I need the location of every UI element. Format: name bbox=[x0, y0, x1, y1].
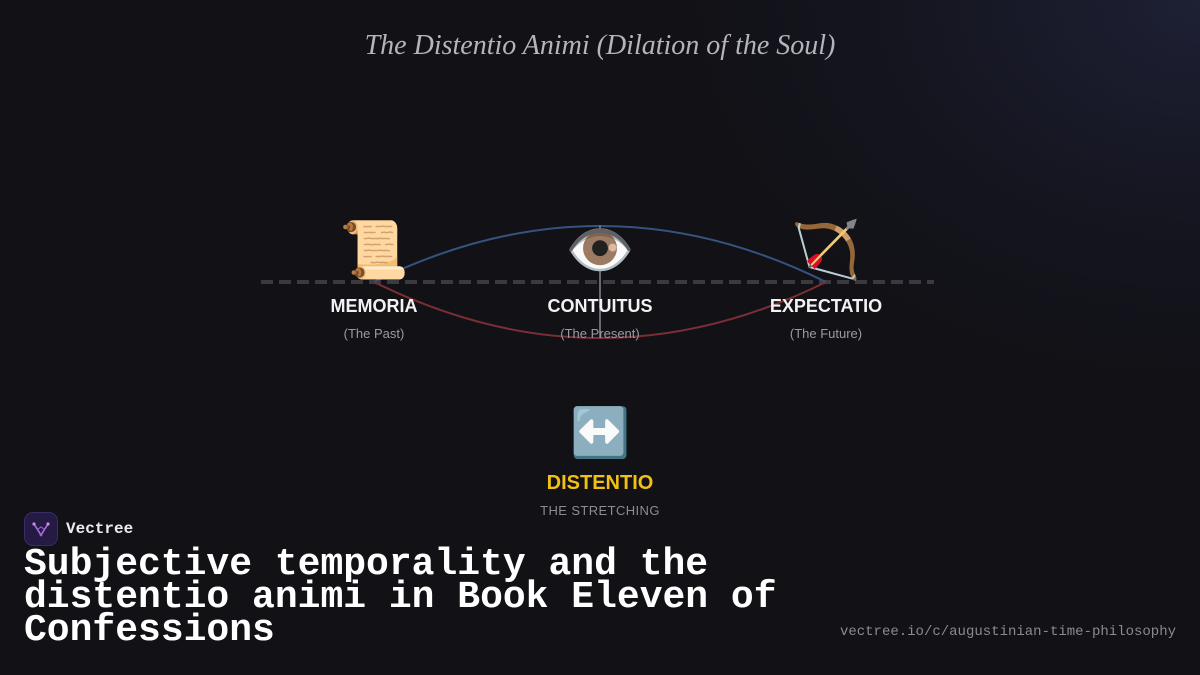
distentio-subtitle: THE STRETCHING bbox=[540, 503, 660, 518]
node-contuitus: 👁️ CONTUITUS (The Present) bbox=[500, 218, 700, 341]
node-label: EXPECTATIO bbox=[769, 296, 883, 316]
page-url[interactable]: vectree.io/c/augustinian-time-philosophy bbox=[839, 624, 1176, 640]
node-subtitle: (The Past) bbox=[343, 326, 405, 341]
scroll-icon: 📜 bbox=[339, 218, 409, 281]
eye-icon: 👁️ bbox=[565, 218, 635, 281]
page-headline: Subjective temporality and the distentio… bbox=[24, 543, 777, 652]
node-subtitle: (The Present) bbox=[560, 326, 640, 341]
node-label: MEMORIA bbox=[330, 296, 418, 316]
brand[interactable]: Vectree bbox=[24, 512, 133, 546]
node-expectatio: 🏹 EXPECTATIO (The Future) bbox=[726, 218, 926, 341]
distentio-node: ↔️ DISTENTIO THE STRETCHING bbox=[500, 404, 700, 518]
node-subtitle: (The Future) bbox=[789, 326, 863, 341]
brand-name: Vectree bbox=[66, 520, 134, 538]
node-label: CONTUITUS bbox=[547, 296, 653, 316]
diagram-title: The Distentio Animi (Dilation of the Sou… bbox=[364, 30, 836, 61]
node-memoria: 📜 MEMORIA (The Past) bbox=[274, 218, 474, 341]
left-right-arrow-icon: ↔️ bbox=[570, 407, 630, 460]
distentio-label: DISTENTIO bbox=[546, 472, 654, 494]
bow-and-arrow-icon: 🏹 bbox=[791, 218, 861, 281]
vectree-logo-icon bbox=[24, 512, 58, 546]
